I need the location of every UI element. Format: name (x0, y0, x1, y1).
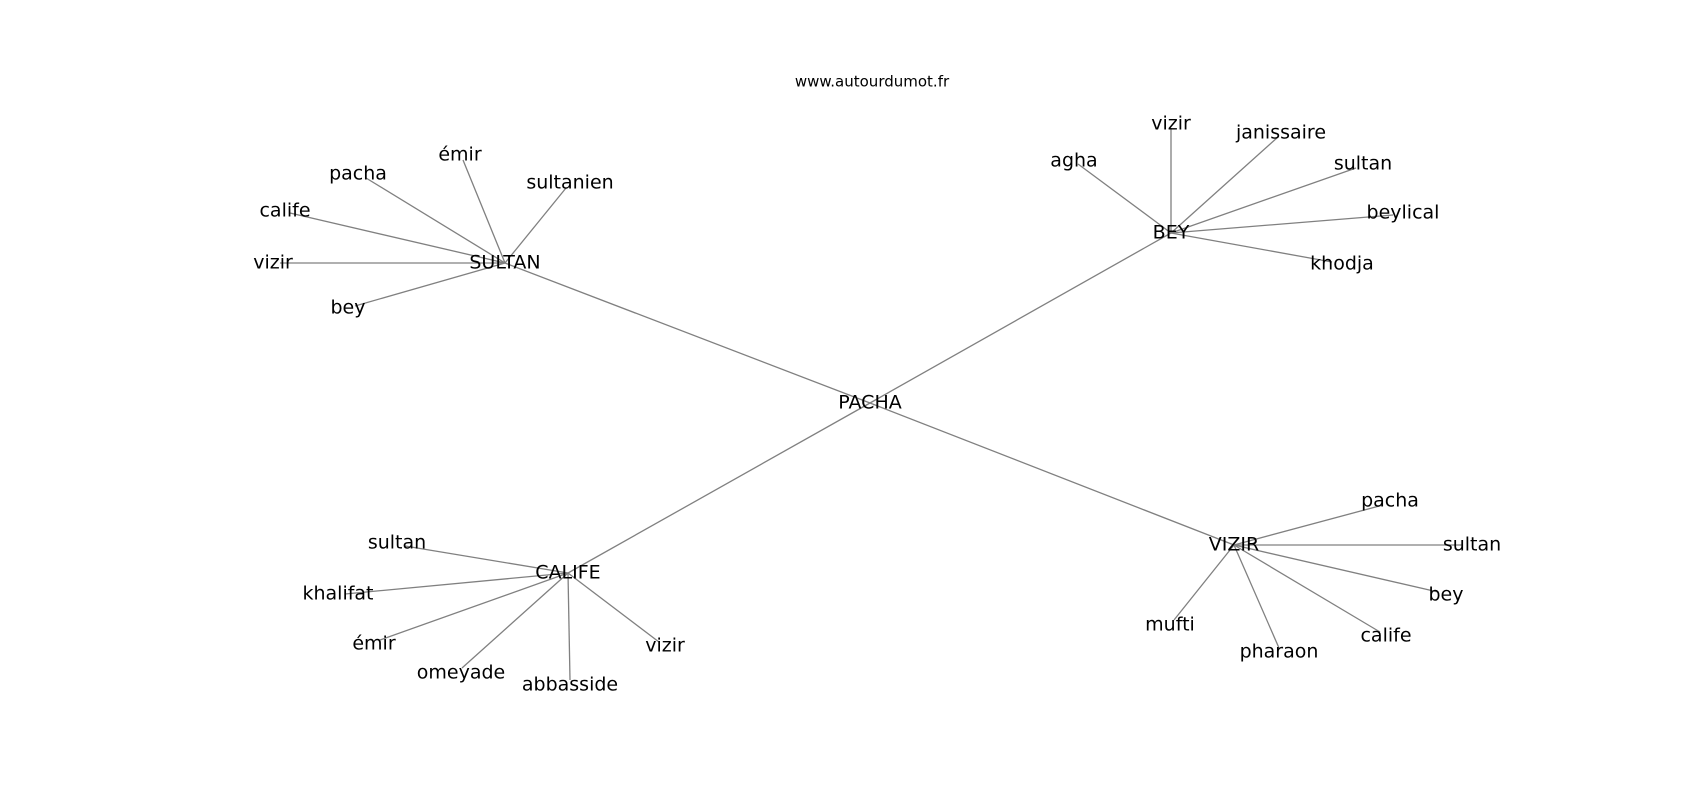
source-label: www.autourdumot.fr (795, 73, 950, 91)
edge-vizir-leaf (1173, 544, 1235, 621)
edge-calife-leaf (344, 572, 569, 595)
edge-calife-leaf (461, 572, 569, 669)
leaf-node-label: vizir (1151, 113, 1191, 135)
leaf-node-label: calife (1360, 625, 1411, 647)
leaf-node-label: vizir (253, 252, 293, 274)
labels-layer: PACHA SULTAN émir pacha sultanien calife vizir… (253, 113, 1501, 696)
edge-sultan-leaf (289, 212, 506, 264)
leaf-node-label: pacha (329, 163, 387, 185)
edge-bey-leaf (1170, 167, 1357, 234)
edge-sultan-leaf (504, 187, 567, 264)
edge-bey-leaf (1170, 214, 1394, 234)
leaf-node-label: vizir (645, 635, 685, 657)
leaf-node-label: khalifat (302, 583, 373, 605)
leaf-node-label: abbasside (522, 674, 618, 696)
leaf-node-label: sultanien (526, 172, 613, 194)
edge-vizir-leaf (1233, 504, 1384, 546)
edge-center-calife (567, 402, 871, 574)
leaf-node-label: sultan (1334, 153, 1392, 175)
edge-sultan-leaf (462, 159, 506, 264)
leaf-node-label: bey (331, 297, 366, 319)
leaf-node-label: pacha (1361, 490, 1419, 512)
hub-node-label-vizir: VIZIR (1209, 534, 1259, 556)
edge-center-vizir (869, 402, 1235, 546)
edge-vizir-leaf (1233, 544, 1280, 649)
edge-center-sultan (504, 262, 871, 404)
leaf-node-label: bey (1429, 584, 1464, 606)
hub-node-label-calife: CALIFE (535, 562, 600, 584)
leaf-node-label: agha (1050, 150, 1097, 172)
leaf-node-label: mufti (1145, 614, 1195, 636)
leaf-node-label: pharaon (1240, 641, 1319, 663)
center-node-label: PACHA (838, 392, 901, 414)
leaf-node-label: sultan (1443, 534, 1501, 556)
leaf-node-label: émir (352, 633, 395, 655)
leaf-node-label: sultan (368, 532, 426, 554)
leaf-node-label: calife (259, 200, 310, 222)
edge-bey-leaf (1077, 163, 1172, 234)
edge-calife-leaf (567, 572, 660, 643)
hub-node-label-bey: BEY (1153, 222, 1190, 244)
edge-calife-leaf (567, 572, 571, 681)
edge-center-bey (869, 232, 1172, 404)
edge-bey-leaf (1170, 232, 1333, 263)
edge-bey-leaf (1170, 136, 1279, 234)
hub-node-label-sultan: SULTAN (469, 252, 540, 274)
edge-calife-leaf (379, 572, 569, 641)
edges-layer (280, 128, 1462, 681)
leaf-node-label: émir (438, 144, 481, 166)
leaf-node-label: omeyade (417, 662, 505, 684)
edge-calife-leaf (404, 545, 569, 574)
leaf-node-label: beylical (1367, 202, 1440, 224)
edge-sultan-leaf (365, 177, 506, 264)
edge-vizir-leaf (1233, 544, 1439, 593)
edge-sultan-leaf (354, 262, 506, 307)
edge-vizir-leaf (1233, 544, 1381, 633)
leaf-node-label: janissaire (1235, 122, 1326, 144)
leaf-node-label: khodja (1310, 253, 1374, 275)
